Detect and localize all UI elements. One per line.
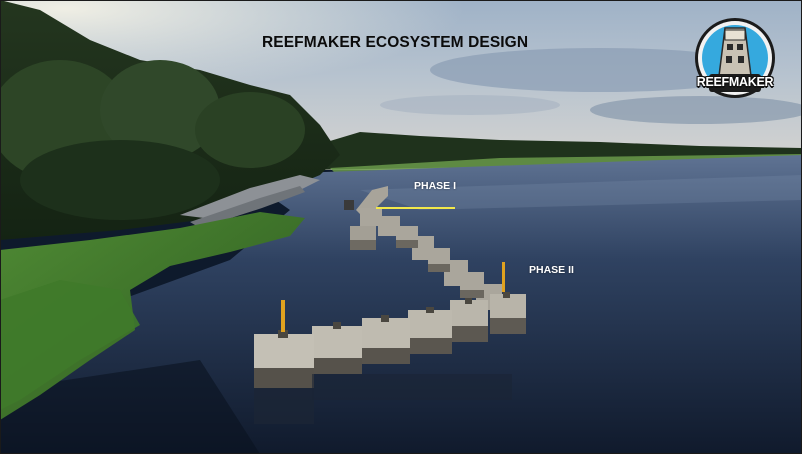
phase-1-label: PHASE I — [414, 180, 457, 192]
logo-wordmark: REEFMAKER — [696, 75, 774, 89]
slide-title: REEFMAKER ECOSYSTEM DESIGN — [262, 34, 529, 51]
reef-unit-icon — [695, 18, 775, 98]
phase-2-label: PHASE II — [529, 264, 574, 276]
reefmaker-logo: REEFMAKER — [689, 16, 781, 104]
